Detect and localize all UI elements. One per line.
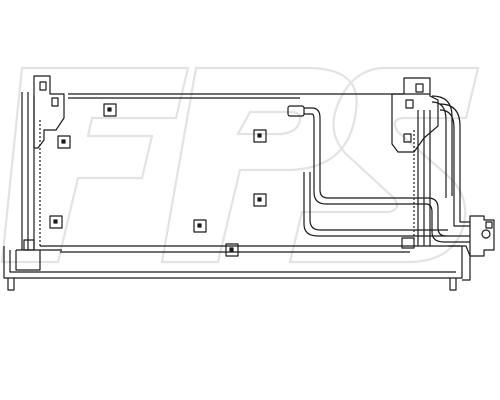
mount-dot-3 bbox=[257, 133, 262, 138]
mount-dot-4 bbox=[257, 197, 262, 202]
condenser-drawing bbox=[3, 75, 495, 291]
core-mount-9 bbox=[23, 239, 35, 251]
watermark-letter-f bbox=[0, 66, 190, 264]
right-bracket-bolt-mid bbox=[405, 99, 414, 109]
mount-dot-7 bbox=[229, 247, 234, 252]
core-mount-8 bbox=[401, 237, 415, 249]
pipe-top-connector-neck bbox=[304, 107, 312, 115]
core-mount-5 bbox=[193, 219, 207, 233]
right-bracket-bolt-top bbox=[415, 83, 424, 93]
bottom-rail-inner bbox=[9, 250, 456, 273]
left-bracket-bolt-top bbox=[39, 81, 47, 91]
right-vertical-pipe-2-outer bbox=[439, 103, 470, 223]
right-vertical-pipe-outer bbox=[431, 95, 453, 196]
right-fitting-block bbox=[469, 215, 495, 257]
left-bracket-bolt-mid bbox=[51, 97, 59, 107]
mount-dot-5 bbox=[197, 223, 202, 228]
right-bracket-bolt-low bbox=[403, 133, 412, 143]
fps-watermark-logo bbox=[0, 66, 480, 264]
right-upper-bracket bbox=[391, 77, 439, 153]
core-mount-7 bbox=[225, 243, 239, 257]
bottom-rail-foot-left bbox=[7, 278, 15, 291]
right-lower-bracket bbox=[448, 245, 471, 281]
left-upper-bracket bbox=[33, 75, 65, 149]
core-mount-2 bbox=[57, 135, 71, 149]
refrigerant-pipe-outer bbox=[311, 107, 470, 237]
left-header-tank bbox=[21, 92, 35, 250]
core-mount-4 bbox=[253, 193, 267, 207]
lower-pipe-outer bbox=[309, 172, 448, 231]
left-tank-cap-bottom bbox=[15, 249, 62, 271]
mount-dot-2 bbox=[61, 139, 66, 144]
right-vertical-pipe-inner bbox=[431, 101, 447, 198]
mount-dot-6 bbox=[53, 219, 58, 224]
lower-pipe-inner bbox=[303, 172, 446, 237]
core-mount-1 bbox=[103, 103, 117, 117]
right-fitting-tab bbox=[485, 221, 493, 229]
core-mount-6 bbox=[49, 215, 63, 229]
pipe-top-connector bbox=[287, 105, 305, 117]
mount-dot-1 bbox=[107, 107, 112, 112]
core-mount-3 bbox=[253, 129, 267, 143]
refrigerant-pipe-inner bbox=[311, 113, 470, 243]
right-header-tank bbox=[417, 110, 431, 246]
bottom-rail bbox=[3, 246, 463, 279]
right-fitting-port bbox=[481, 229, 491, 239]
watermark-letter-s bbox=[288, 66, 480, 264]
watermark-letter-p bbox=[160, 66, 358, 264]
bottom-rail-foot-right bbox=[449, 278, 457, 291]
right-vertical-pipe-2-inner bbox=[439, 109, 470, 227]
